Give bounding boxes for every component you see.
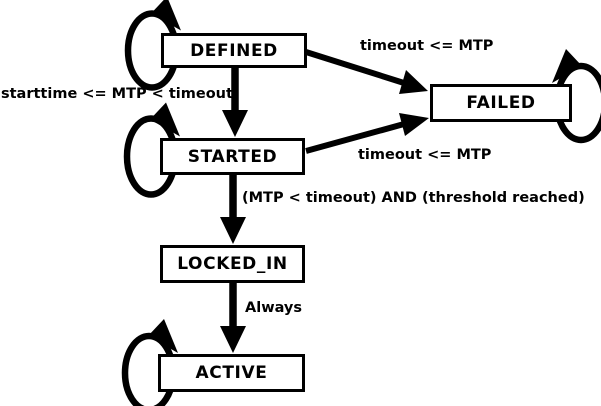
transition-label-started-to-failed: timeout <= MTP [358, 147, 492, 163]
transition-arrow-defined-to-failed [305, 49, 428, 94]
transition-label-defined-to-failed: timeout <= MTP [360, 38, 494, 54]
transition-arrow-locked-in-to-active [220, 281, 246, 353]
state-started: STARTED [160, 138, 305, 175]
state-active: ACTIVE [158, 354, 305, 392]
state-defined: DEFINED [161, 33, 307, 68]
transition-label-started-to-locked-in: (MTP < timeout) AND (threshold reached) [242, 190, 585, 206]
transition-arrow-started-to-failed [305, 113, 429, 154]
state-failed: FAILED [430, 84, 572, 122]
state-locked-in: LOCKED_IN [160, 245, 305, 283]
transition-arrow-started-to-locked-in [220, 173, 246, 244]
transition-label-locked-in-to-active: Always [245, 300, 303, 316]
transition-arrow-defined-to-started [222, 66, 248, 137]
transition-label-defined-to-started: starttime <= MTP < timeout [1, 86, 233, 102]
